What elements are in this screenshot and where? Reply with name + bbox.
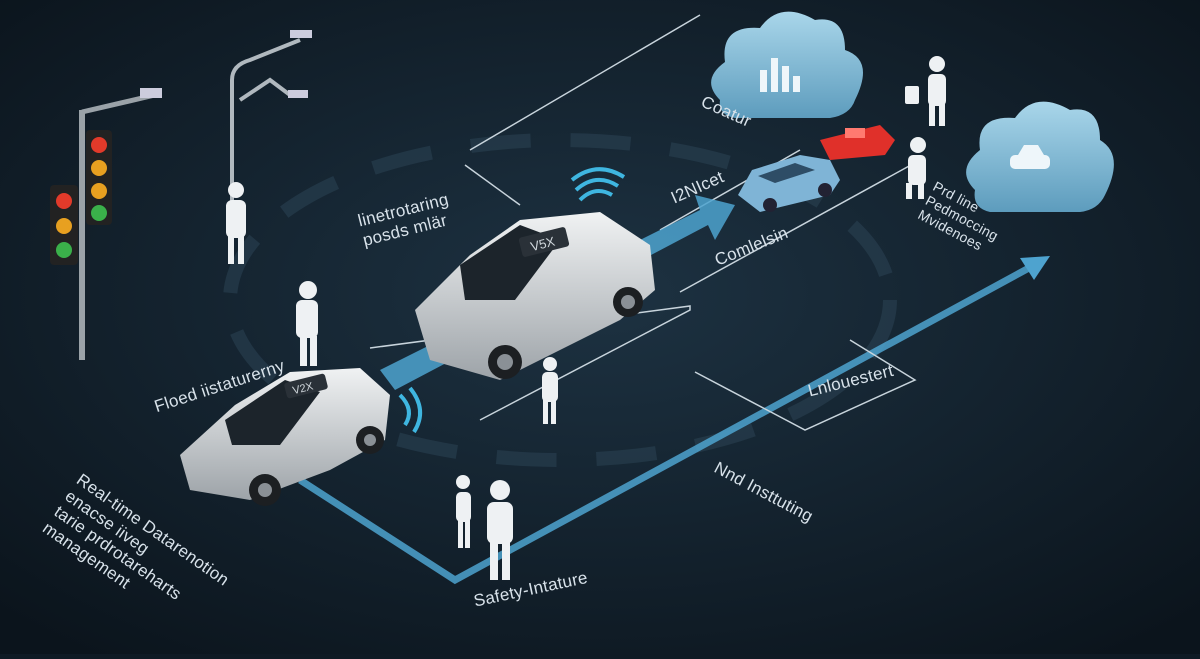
pedestrian-icon — [487, 480, 513, 580]
wifi-signal-icon — [398, 386, 422, 434]
pedestrian-icon — [906, 137, 926, 199]
car-roof-label: V5X — [529, 234, 557, 255]
street-lamp — [230, 30, 312, 210]
data-path-arrowhead — [1020, 256, 1050, 280]
connection-arrows — [369, 14, 921, 431]
connected-car-blue — [738, 155, 840, 212]
flow-ring — [223, 133, 897, 467]
traffic-light — [50, 88, 162, 360]
pedestrians — [226, 56, 946, 580]
pedestrian-icon — [542, 357, 558, 424]
car-icon — [1010, 145, 1050, 169]
pedestrian-icon — [905, 56, 946, 126]
alert-car — [820, 125, 895, 160]
connected-car-front: V2X — [180, 368, 422, 506]
cloud-analytics — [711, 11, 863, 118]
cloud-vehicle — [966, 101, 1114, 212]
pedestrian-icon — [296, 281, 318, 366]
wifi-signal-icon — [570, 167, 626, 202]
connected-car-main: V5X — [415, 167, 655, 380]
bar-chart-icon — [760, 58, 800, 92]
data-path-line — [298, 258, 1042, 585]
car-roof-label-front: V2X — [291, 380, 315, 397]
pedestrian-icon — [226, 182, 246, 264]
pedestrian-icon — [456, 475, 471, 548]
